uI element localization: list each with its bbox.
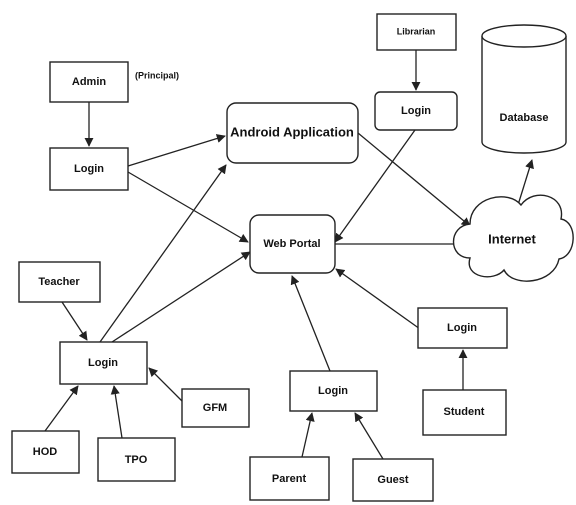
arrow-hod-to-teacher-login bbox=[44, 385, 79, 432]
parent-login-label: Login bbox=[318, 385, 348, 397]
arrow-guest-to-parent-login bbox=[354, 412, 384, 460]
guest-box bbox=[352, 458, 434, 502]
admin-box bbox=[49, 61, 129, 103]
arrow-parent-login-to-web-portal bbox=[290, 275, 331, 372]
principal-label: (Principal) bbox=[135, 70, 179, 80]
tpo-label: TPO bbox=[125, 454, 148, 466]
librarian-login-label: Login bbox=[401, 105, 431, 117]
teacher-login-box bbox=[59, 341, 148, 385]
tpo-box bbox=[97, 437, 176, 482]
teacher-login-label: Login bbox=[88, 357, 118, 369]
arrow-tpo-to-teacher-login bbox=[110, 385, 123, 439]
internet-label: Internet bbox=[488, 231, 536, 246]
gfm-box bbox=[181, 388, 250, 428]
gfm-label: GFM bbox=[203, 402, 227, 414]
database-label: Database bbox=[500, 112, 549, 124]
librarian-login-box bbox=[374, 91, 458, 131]
arrow-admin-login-to-android bbox=[127, 134, 226, 167]
teacher-box bbox=[18, 261, 101, 303]
admin-login-box bbox=[49, 147, 129, 191]
arrow-librarian-login-to-web-portal bbox=[334, 129, 416, 243]
android-application-label: Android Application bbox=[230, 124, 354, 139]
hod-box bbox=[11, 430, 80, 474]
android-application-box bbox=[226, 102, 359, 164]
arrow-android-to-internet bbox=[357, 132, 471, 227]
arrow-parent-to-parent-login bbox=[301, 412, 315, 458]
arrow-student-to-student-login bbox=[335, 268, 421, 330]
librarian-box bbox=[376, 13, 457, 51]
arrow-internet-to-database bbox=[517, 159, 534, 206]
guest-label: Guest bbox=[377, 474, 409, 486]
hod-label: HOD bbox=[33, 446, 58, 458]
admin-login-label: Login bbox=[74, 163, 104, 175]
student-label: Student bbox=[444, 406, 485, 418]
admin-label: Admin bbox=[72, 76, 107, 88]
arrow-gfm-to-teacher-login bbox=[148, 367, 183, 402]
arrow-teacher-login-to-android bbox=[99, 164, 227, 343]
parent-label: Parent bbox=[272, 473, 307, 485]
web-portal-label: Web Portal bbox=[263, 238, 320, 250]
student-login-box bbox=[417, 307, 508, 349]
connections bbox=[44, 50, 534, 460]
student-login-label: Login bbox=[447, 322, 477, 334]
librarian-label: Librarian bbox=[397, 26, 436, 36]
teacher-label: Teacher bbox=[38, 276, 80, 288]
database-cylinder bbox=[481, 24, 567, 154]
arrow-teacher-to-teacher-login bbox=[61, 301, 88, 341]
parent-login-box bbox=[289, 370, 378, 412]
student-box bbox=[422, 389, 507, 436]
internet-cloud bbox=[453, 194, 574, 282]
web-portal-box bbox=[249, 214, 336, 274]
parent-box bbox=[249, 456, 330, 501]
arrow-teacher-login-to-web-portal bbox=[111, 251, 251, 343]
arrow-admin-login-to-web-portal bbox=[127, 171, 249, 243]
